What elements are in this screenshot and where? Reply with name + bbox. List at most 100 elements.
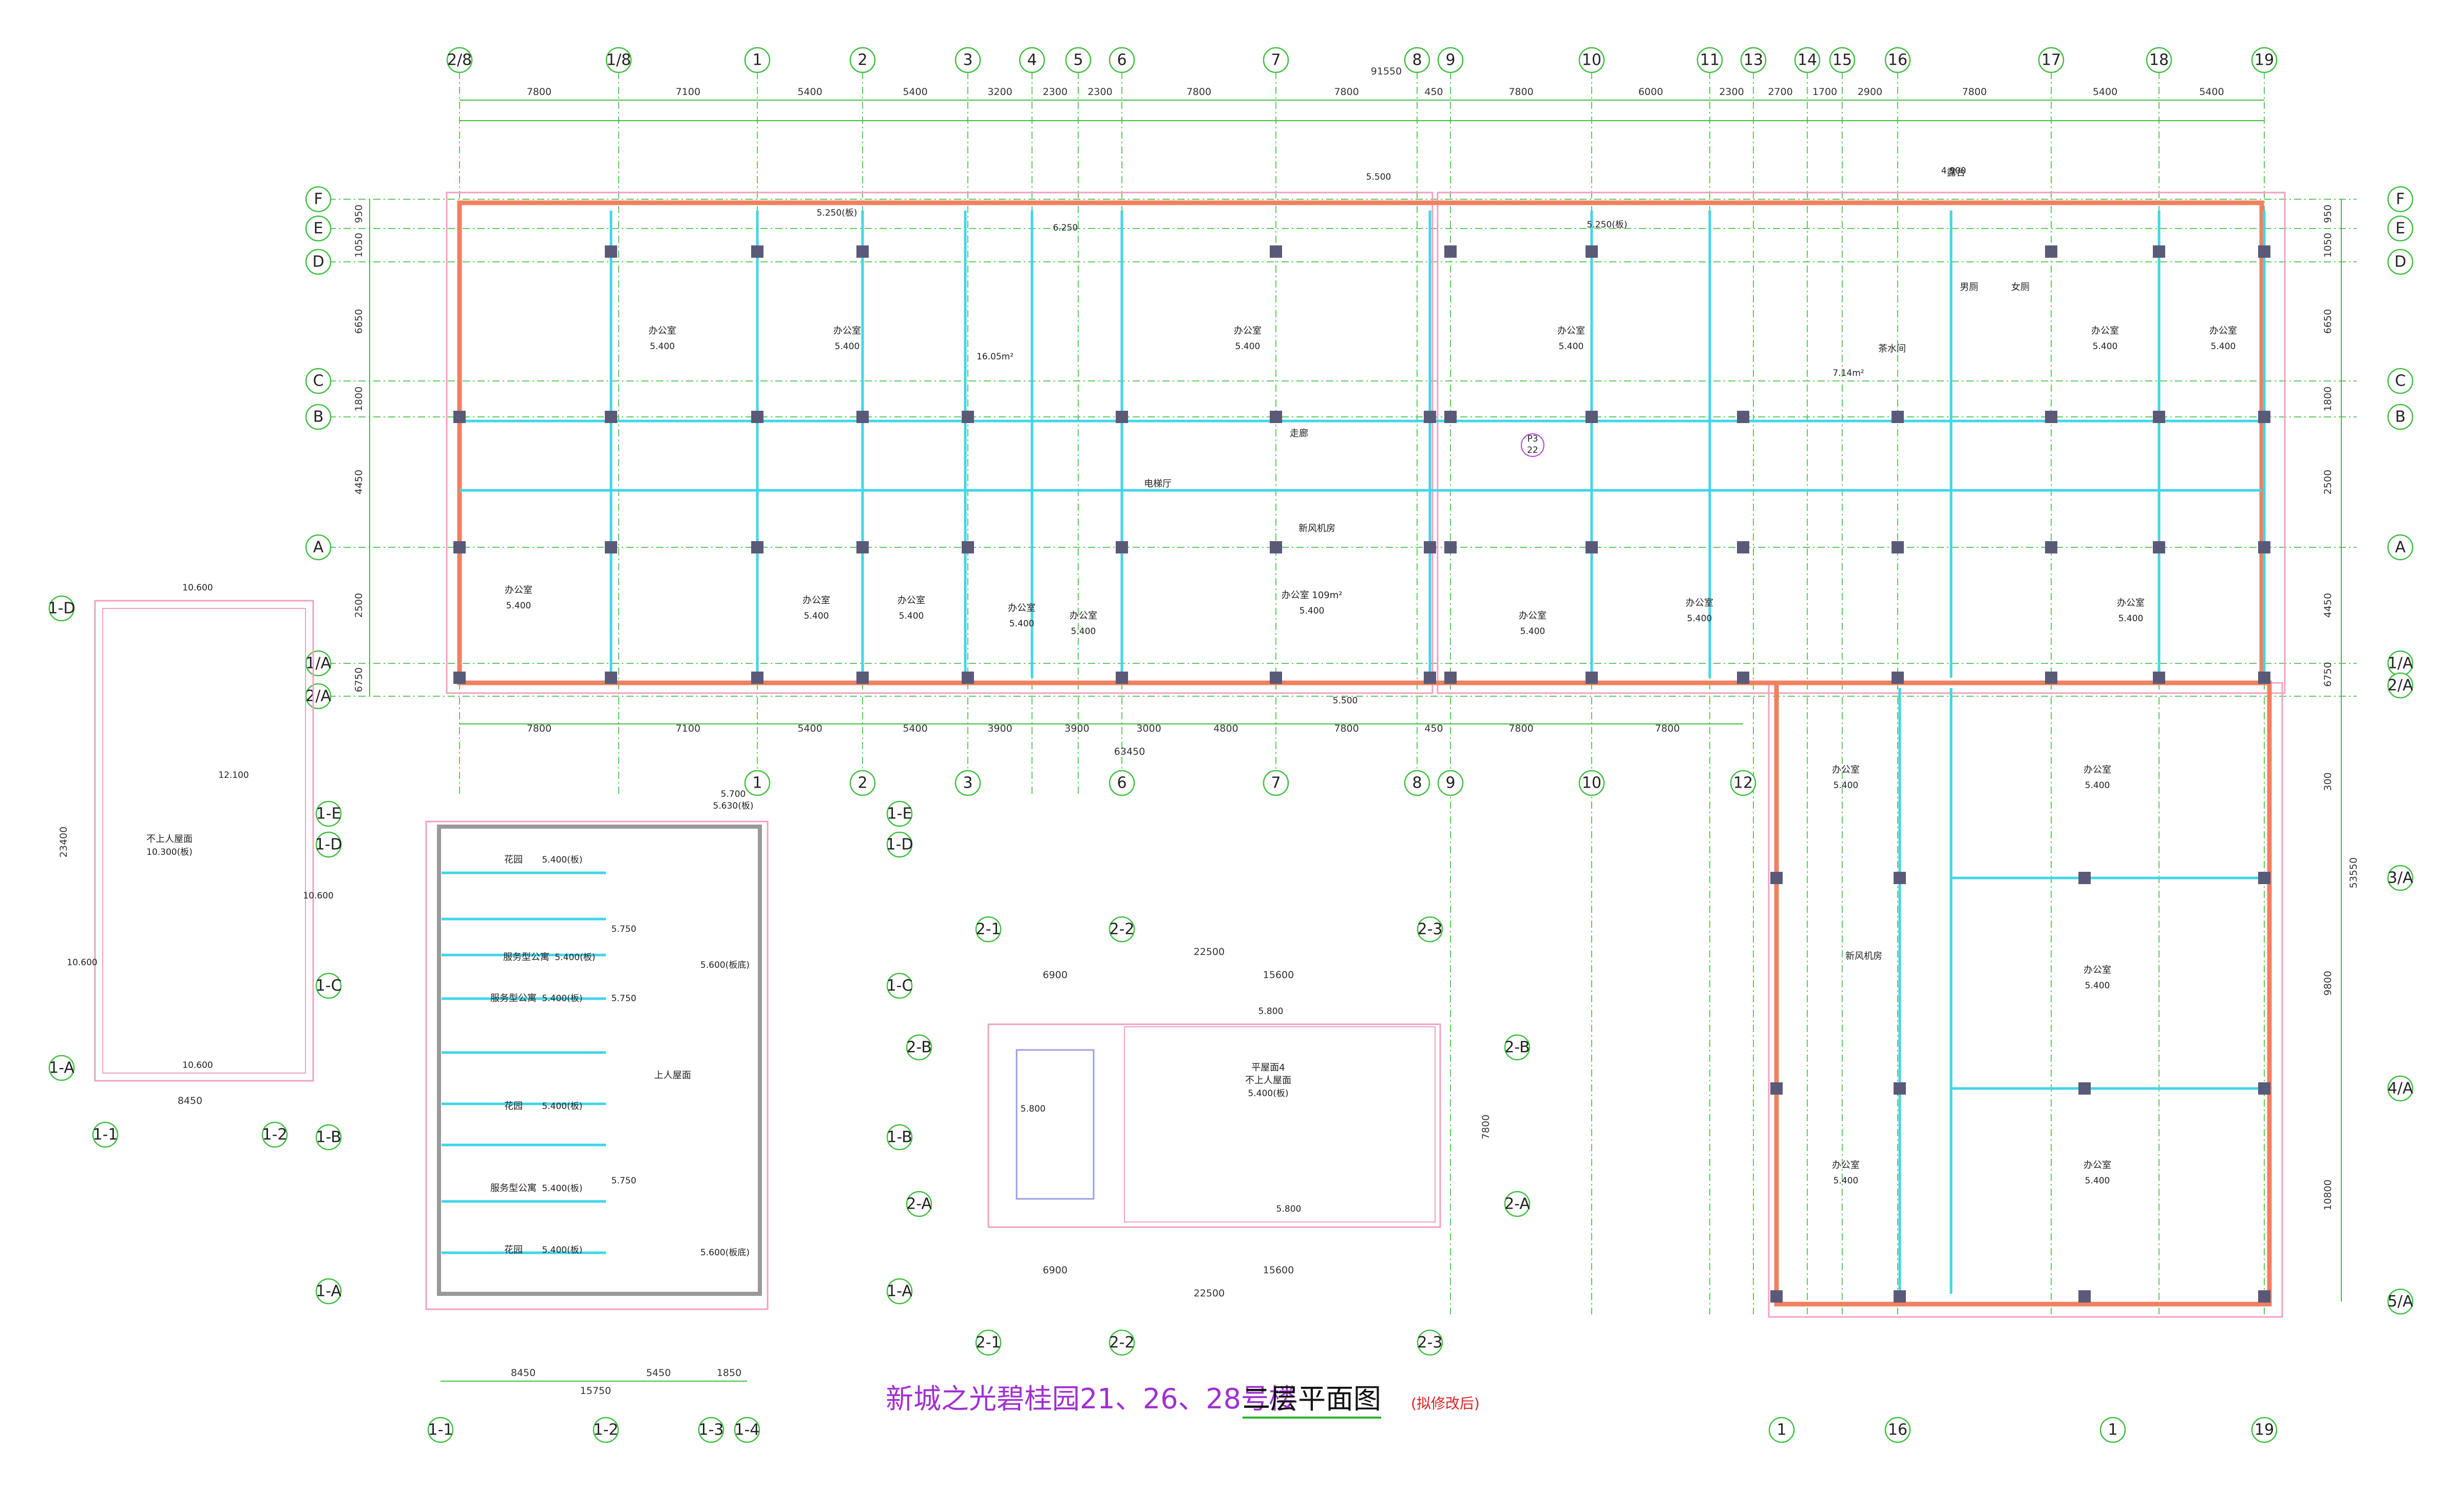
axis-left-3-bubble	[305, 368, 332, 394]
room-right-elev-3: 5.400	[1833, 1176, 1859, 1186]
elev-5250-b: 5.250(板)	[1587, 220, 1628, 230]
axis-mid-1-label: 2	[857, 774, 867, 792]
column	[2258, 672, 2270, 684]
room-right-0: 办公室	[1832, 764, 1860, 775]
center-axis-right-1-label: 2-A	[1504, 1195, 1530, 1213]
small-axis-b-3-bubble	[734, 1417, 760, 1443]
room-right-elev-2: 5.400	[2085, 981, 2110, 991]
column	[1894, 872, 1906, 884]
left-block-axis-3-label: 1-2	[262, 1126, 288, 1144]
column	[856, 541, 869, 553]
axis-top-4-label: 3	[963, 51, 972, 69]
room-mid-6: 办公室	[1519, 610, 1546, 621]
room-right-2: 办公室	[2084, 965, 2111, 976]
outer-wall-wing	[1774, 680, 2272, 1307]
axis-top-4-bubble	[954, 47, 981, 73]
dim-right-0: 950	[2322, 204, 2334, 223]
center-axis-left-1-label: 2-A	[906, 1195, 932, 1213]
column	[1444, 411, 1457, 423]
column	[2045, 672, 2057, 684]
center-axis-top-0-bubble	[975, 916, 1002, 943]
center-roof-note: 平屋面4	[1251, 1062, 1285, 1073]
axis-right-7-bubble	[2387, 672, 2414, 699]
small-axis-r-1-label: 1-D	[886, 836, 913, 854]
axis-top-1-label: 1/8	[606, 51, 631, 69]
dim-mid-2: 5400	[797, 723, 822, 734]
axis-right-4-label: B	[2395, 408, 2406, 426]
left-block-inner	[102, 608, 306, 1074]
wing-axis-b-2-label: 1	[2108, 1421, 2117, 1439]
fan-ref: P3	[1527, 434, 1538, 444]
small-axis-b-2-bubble	[698, 1417, 724, 1443]
column	[1444, 672, 1457, 684]
axis-top-0-label: 2/8	[447, 51, 472, 69]
small-axis-1-label: 1-D	[315, 836, 342, 854]
axis-mid-3-bubble	[1109, 770, 1135, 796]
dim-mid-5: 3900	[1064, 723, 1089, 734]
center-axis-right-1-bubble	[1504, 1191, 1531, 1217]
column	[1116, 672, 1128, 684]
axis-top-10-bubble	[1437, 47, 1464, 73]
column	[1586, 672, 1598, 684]
axis-right-5-bubble	[2387, 534, 2414, 561]
axis-right-3-bubble	[2387, 368, 2414, 394]
column	[856, 411, 869, 423]
elev-5630: 5.630(板)	[713, 801, 754, 811]
column	[2045, 411, 2057, 423]
center-dim-total: 22500	[1194, 946, 1225, 958]
center-block-stair	[1016, 1049, 1095, 1200]
equipment-room-wing-label: 新风机房	[1845, 951, 1882, 962]
axis-right-0-bubble	[2387, 186, 2414, 213]
column	[1894, 1082, 1906, 1095]
column	[751, 245, 763, 258]
axis-top-13-label: 13	[1744, 51, 1763, 69]
room-mid-7: 办公室	[1686, 598, 1713, 608]
center-elev-top: 5.800	[1258, 1006, 1284, 1017]
column	[856, 672, 869, 684]
column	[2153, 411, 2165, 423]
center-axis-top-2-label: 2-3	[1418, 921, 1443, 939]
small-axis-r-3-label: 1-B	[887, 1129, 912, 1146]
elev-5500-top: 5.500	[1366, 172, 1391, 182]
axis-top-5-bubble	[1019, 47, 1045, 73]
room-right-elev-4: 5.400	[2085, 1176, 2110, 1186]
revision-note: (拟修改后)	[1411, 1395, 1480, 1412]
axis-left-3-label: C	[313, 372, 324, 390]
small-axis-4-bubble	[315, 1278, 342, 1305]
dim-mid-11: 7800	[1655, 723, 1679, 734]
axis-top-16-bubble	[1884, 47, 1911, 73]
dim-mid-1: 7100	[676, 723, 700, 734]
small-room-elev-0: 5.400(板)	[542, 855, 583, 865]
elev-4900: 4.900	[1941, 166, 1966, 176]
toilet-female-label: 女厕	[2011, 282, 2030, 293]
axis-top-7-bubble	[1109, 47, 1135, 73]
small-room-elev-4: 5.400(板)	[542, 1183, 583, 1194]
room-mid-elev-7: 5.400	[1687, 614, 1712, 624]
axis-top-5-label: 4	[1027, 51, 1037, 69]
axis-top-3-label: 2	[857, 51, 867, 69]
axis-top-2-label: 1	[752, 51, 762, 69]
small-axis-0-bubble	[315, 800, 342, 827]
small-room-2: 服务型公寓	[490, 993, 537, 1004]
dim-left-3: 1800	[353, 387, 365, 411]
axis-mid-3-label: 6	[1117, 774, 1126, 792]
left-block-axis-1-bubble	[48, 1055, 75, 1081]
room-mid-elev-8: 5.400	[2118, 614, 2144, 624]
fan-ref-circle	[1521, 433, 1544, 457]
column	[751, 672, 763, 684]
axis-right-10-bubble	[2387, 1288, 2414, 1315]
room-right-elev-0: 5.400	[1833, 780, 1859, 791]
dim-top-4: 3200	[987, 86, 1012, 98]
axis-left-7-label: 2/A	[305, 687, 331, 705]
room-top-elev-0: 5.400	[650, 341, 675, 352]
column	[1737, 672, 1749, 684]
axis-right-9-label: 4/A	[2387, 1080, 2413, 1098]
column	[2153, 672, 2165, 684]
dim-top-17: 5400	[2093, 86, 2117, 98]
column	[1770, 1082, 1783, 1095]
axis-top-6-label: 5	[1073, 51, 1083, 69]
column	[1270, 541, 1282, 553]
axis-top-13-bubble	[1740, 47, 1767, 73]
axis-mid-0-label: 1	[752, 774, 762, 792]
center-axis-left-0-label: 2-B	[906, 1039, 931, 1057]
